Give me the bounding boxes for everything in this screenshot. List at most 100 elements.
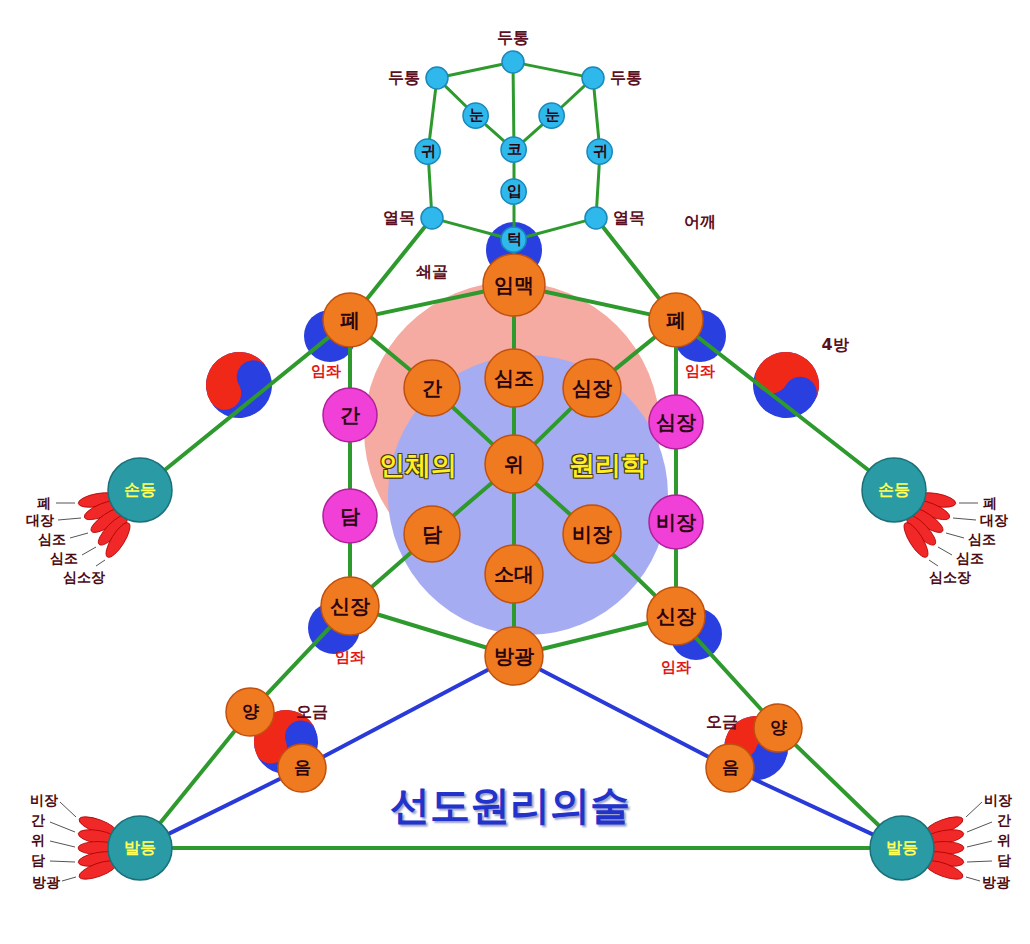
- meridian-line: [562, 86, 584, 107]
- organ-circle: 비장: [562, 504, 622, 564]
- organ-circle: 소대: [484, 544, 544, 604]
- leader-line: [50, 802, 76, 881]
- node-outline: [420, 206, 444, 230]
- meridian-line: [615, 338, 654, 370]
- node-disc: [108, 816, 172, 880]
- meridian-line: [449, 64, 502, 75]
- meridian-line: [324, 670, 487, 756]
- node-disc: [862, 458, 926, 522]
- finger-petal: [102, 520, 134, 561]
- meridian-line: [453, 408, 492, 444]
- meridian-line: [535, 409, 570, 443]
- meridian-label: 심조: [50, 550, 78, 566]
- meridian-line: [267, 628, 329, 694]
- meridian-label: 방광: [32, 874, 60, 890]
- node-disc: [706, 744, 754, 792]
- node-disc: [226, 688, 274, 736]
- meridian-line: [541, 670, 708, 757]
- meridian-label: 간: [997, 812, 1011, 828]
- node-text: 간: [340, 404, 360, 427]
- meridian-line: [377, 292, 482, 314]
- meridian-line: [536, 484, 569, 514]
- node-disc: [485, 627, 543, 685]
- node-disc: [485, 545, 543, 603]
- meridian-line: [512, 604, 516, 626]
- meridian-line: [430, 90, 436, 139]
- body-label: 오금: [706, 713, 738, 731]
- meridian-line: [170, 779, 280, 833]
- head-point-circle: 두통: [501, 50, 525, 74]
- meridian-line: [429, 166, 431, 206]
- yin-yang-circle: 양: [225, 687, 275, 737]
- body-label: 쇄골: [416, 263, 448, 281]
- meridian-line: [513, 164, 516, 179]
- meridian-label: 심소장: [929, 569, 971, 585]
- leader-line: [50, 503, 992, 881]
- meridian-line: [368, 227, 425, 298]
- meridian-line: [674, 348, 678, 394]
- head-point-circle: 코: [500, 136, 527, 163]
- node-text: 위: [504, 453, 524, 476]
- meridian-label: 방광: [982, 874, 1010, 890]
- meridian-line: [513, 206, 516, 227]
- node-disc: [649, 495, 703, 549]
- node-text: 담: [422, 523, 442, 546]
- node-disc: [563, 505, 621, 563]
- organ-circle: 심조: [484, 348, 544, 408]
- diagram-title: 선도원리의술: [390, 778, 630, 833]
- node-text: 코: [507, 141, 522, 158]
- meridian-line: [372, 338, 410, 370]
- node-text: 눈: [545, 107, 560, 124]
- node-disc: [323, 388, 377, 442]
- node-disc: [501, 179, 526, 204]
- organ-circle: 임맥: [482, 253, 546, 317]
- meridian-label: 비장: [984, 792, 1012, 808]
- body-label: 임좌: [311, 363, 341, 380]
- hand-foot-circle: 손등: [107, 457, 173, 523]
- meridian-line: [597, 166, 599, 206]
- body-label: 원리학: [569, 451, 647, 481]
- node-outline: [584, 206, 608, 230]
- meridian-label: 심조: [968, 531, 996, 547]
- node-disc: [321, 577, 379, 635]
- meridian-line: [512, 408, 516, 434]
- node-text: 음: [294, 758, 311, 778]
- node-text: 폐: [666, 309, 686, 332]
- head-point-circle: 열목: [420, 206, 444, 230]
- meridian-label: 심조: [956, 550, 984, 566]
- meridian-label: 담: [31, 852, 45, 868]
- hand-foot-circle: 발등: [107, 815, 173, 881]
- organ-circle: 심장: [562, 358, 622, 418]
- meridian-line: [594, 90, 599, 138]
- node-disc: [485, 435, 543, 493]
- finger-petal: [900, 520, 932, 561]
- meridian-line: [166, 338, 329, 470]
- meridian-line: [444, 221, 501, 236]
- head-point-circle: 입: [500, 178, 527, 205]
- node-outline: [501, 50, 525, 74]
- node-disc: [539, 103, 564, 128]
- meridian-label: 폐: [983, 495, 997, 511]
- meridian-line: [603, 227, 658, 298]
- node-disc: [278, 744, 326, 792]
- node-text: 눈: [469, 107, 484, 124]
- yin-yang-circle: 양: [753, 703, 803, 753]
- node-outline: [425, 66, 449, 90]
- node-disc: [563, 359, 621, 417]
- node-disc: [649, 293, 703, 347]
- node-disc: [108, 458, 172, 522]
- node-disc: [421, 207, 443, 229]
- node-text: 턱: [507, 231, 522, 248]
- body-label: 인체의: [379, 451, 457, 481]
- point-label: 두통: [497, 29, 529, 47]
- meridian-line: [613, 555, 654, 595]
- node-disc: [870, 816, 934, 880]
- organ-circle: 위: [484, 434, 544, 494]
- head-point-circle: 귀: [414, 138, 441, 165]
- meridian-line: [173, 846, 869, 850]
- blue-disc: [304, 222, 726, 660]
- meridian-line: [524, 125, 542, 141]
- node-disc: [323, 293, 377, 347]
- point-label: 열목: [613, 209, 645, 227]
